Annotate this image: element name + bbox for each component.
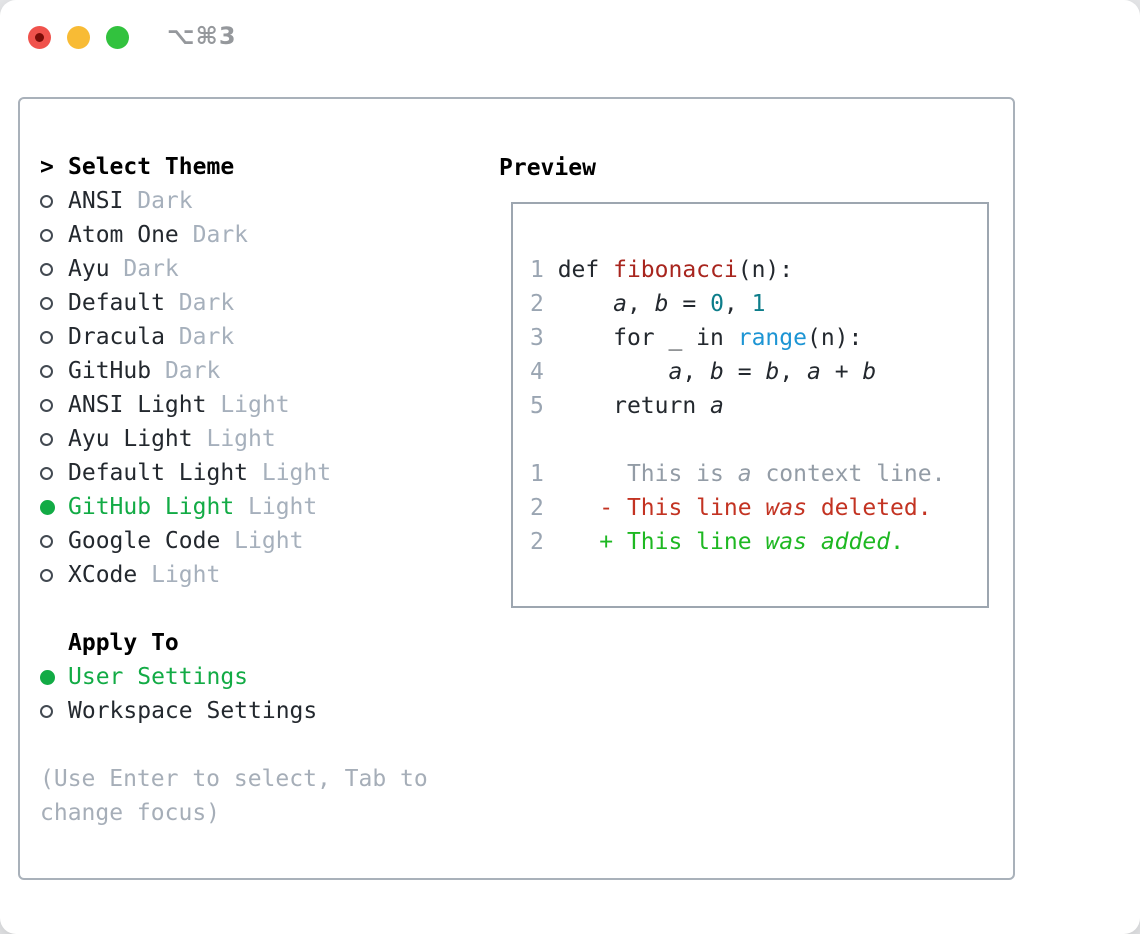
option-variant-label: Light (220, 528, 304, 554)
theme-option-ansi-light[interactable]: ANSI Light Light (40, 388, 428, 422)
theme-option-dracula[interactable]: Dracula Dark (40, 320, 428, 354)
help-text-line1: (Use Enter to select, Tab to (40, 766, 428, 792)
option-label: XCode (68, 562, 138, 588)
radio-icon (40, 228, 53, 242)
option-variant-label: Light (248, 460, 332, 486)
code-line: 1 This is a context line. (530, 461, 946, 487)
theme-option-atom-one[interactable]: Atom One Dark (40, 218, 428, 252)
selected-radio-icon (40, 669, 55, 685)
apply-to-header-row: Apply To (40, 626, 428, 660)
code-line: 2 a, b = 0, 1 (530, 291, 766, 317)
spacer (40, 592, 428, 626)
radio-icon (40, 296, 53, 310)
radio-icon (40, 466, 53, 480)
code-line: 2 - This line was deleted. (530, 495, 932, 521)
window-titlebar: ⌥⌘3 (0, 0, 1140, 76)
select-theme-header-row: > Select Theme (40, 150, 428, 184)
code-line: 3 for _ in range(n): (530, 325, 863, 351)
maximize-button[interactable] (106, 26, 129, 49)
radio-icon (40, 364, 53, 378)
theme-option-ayu-light[interactable]: Ayu Light Light (40, 422, 428, 456)
close-button[interactable] (28, 26, 51, 49)
apply-to-title: Apply To (68, 630, 179, 656)
option-label: GitHub Light (68, 494, 235, 520)
unsaved-indicator-icon (35, 33, 44, 42)
option-variant-label: Light (234, 494, 318, 520)
prompt-caret: > (40, 154, 54, 180)
preview-box: 1 def fibonacci(n): 2 a, b = 0, 1 3 for _ … (511, 202, 989, 608)
radio-icon (40, 704, 53, 718)
help-text-line2: change focus) (40, 800, 221, 826)
minimize-button[interactable] (67, 26, 90, 49)
radio-icon (40, 534, 53, 548)
option-label: Workspace Settings (68, 698, 318, 724)
blank-line (530, 423, 987, 457)
option-label: ANSI Light (68, 392, 207, 418)
apply-option-user-settings[interactable]: User Settings (40, 660, 428, 694)
theme-option-xcode[interactable]: XCode Light (40, 558, 428, 592)
theme-option-ayu[interactable]: Ayu Dark (40, 252, 428, 286)
radio-icon (40, 262, 53, 276)
option-variant-label: Light (192, 426, 276, 452)
option-variant-label: Dark (151, 358, 221, 384)
radio-icon (40, 398, 53, 412)
theme-option-default-light[interactable]: Default Light Light (40, 456, 428, 490)
option-label: Default Light (68, 460, 249, 486)
option-variant-label: Dark (178, 222, 249, 248)
option-variant-label: Dark (109, 256, 179, 282)
option-variant-label: Dark (164, 324, 235, 350)
selected-radio-icon (40, 499, 55, 515)
theme-option-default[interactable]: Default Dark (40, 286, 428, 320)
option-label: Atom One (68, 222, 179, 248)
radio-icon (40, 330, 53, 344)
option-label: Default (68, 290, 165, 316)
option-label: Dracula (68, 324, 165, 350)
radio-icon (40, 432, 53, 446)
option-label: Ayu (68, 256, 110, 282)
radio-icon (40, 194, 53, 208)
code-line: 5 return a (530, 393, 724, 419)
preview-code: 1 def fibonacci(n): 2 a, b = 0, 1 3 for _ … (530, 253, 987, 559)
option-variant-label: Dark (123, 188, 193, 214)
window-title-shortcut: ⌥⌘3 (167, 22, 237, 50)
option-variant-label: Light (137, 562, 221, 588)
code-line: 4 a, b = b, a + b (530, 359, 877, 385)
option-variant-label: Light (206, 392, 290, 418)
spacer (40, 728, 428, 762)
option-label: ANSI (68, 188, 124, 214)
radio-icon (40, 568, 53, 582)
theme-option-ansi[interactable]: ANSI Dark (40, 184, 428, 218)
theme-option-github[interactable]: GitHub Dark (40, 354, 428, 388)
theme-option-google-code[interactable]: Google Code Light (40, 524, 428, 558)
preview-title: Preview (499, 155, 596, 181)
apply-option-workspace-settings[interactable]: Workspace Settings (40, 694, 428, 728)
theme-option-github-light[interactable]: GitHub Light Light (40, 490, 428, 524)
select-theme-title: Select Theme (68, 154, 235, 180)
option-label: Ayu Light (68, 426, 193, 452)
option-label: User Settings (68, 664, 249, 690)
code-line: 2 + This line was added. (530, 529, 904, 555)
option-label: Google Code (68, 528, 221, 554)
code-line: 1 def fibonacci(n): (530, 257, 794, 283)
option-label: GitHub (68, 358, 152, 384)
option-variant-label: Dark (164, 290, 235, 316)
